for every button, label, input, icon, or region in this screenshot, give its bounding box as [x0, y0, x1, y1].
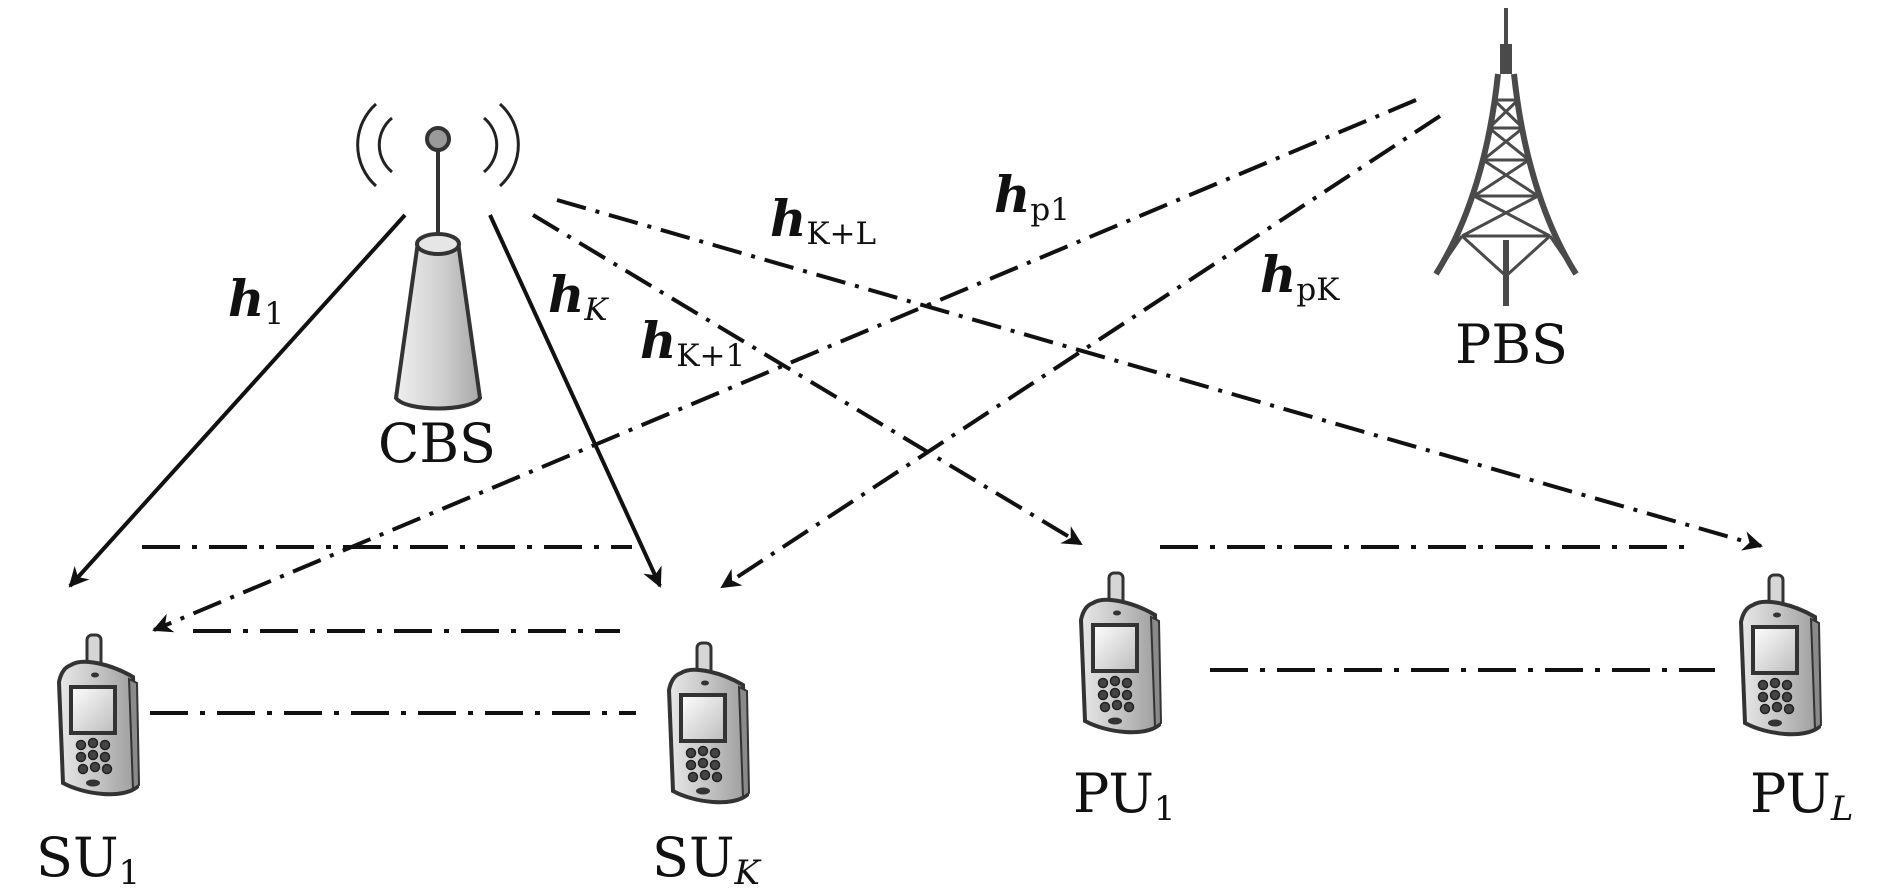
channel-label-hk: hK	[548, 265, 609, 328]
link-hpk	[720, 114, 1442, 589]
mobile-phone-icon	[57, 633, 141, 797]
channel-label-hkl: hK+L	[770, 189, 876, 252]
cbs-label: CBS	[378, 412, 496, 475]
su1-label: SU1	[36, 826, 140, 893]
link-hkl	[556, 198, 1763, 551]
mobile-phone-icon	[1739, 573, 1823, 737]
pbs-label: PBS	[1455, 313, 1568, 376]
channel-label-hp1: hp1	[994, 165, 1070, 228]
link-hp1	[152, 98, 1417, 633]
channel-label-hk1: hK+1	[640, 311, 745, 374]
mobile-phone-icon	[1079, 571, 1163, 735]
suk-label: SUK	[652, 826, 763, 893]
link-hk	[488, 214, 662, 588]
pul-label: PUL	[1750, 762, 1853, 829]
channel-label-hpk: hpK	[1260, 245, 1340, 308]
transmission-tower-icon	[1433, 8, 1579, 306]
link-h1	[68, 213, 407, 588]
channel-label-h1: h1	[228, 269, 284, 332]
base-station-icon	[356, 102, 520, 411]
pu1-label: PU1	[1073, 762, 1176, 829]
link-hk1	[531, 213, 1083, 546]
mobile-phone-icon	[667, 641, 751, 805]
